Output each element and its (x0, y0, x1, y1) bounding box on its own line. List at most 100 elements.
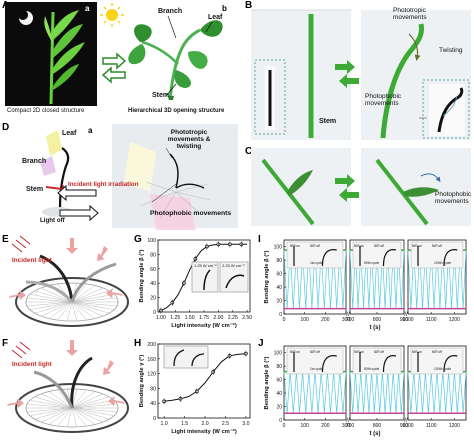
bent-stem (380, 23, 424, 139)
y-tick-label: 0 (153, 416, 156, 422)
inset-label-50th: 50th cycle (364, 367, 379, 371)
inset-label-nir-off: NIR off (374, 350, 384, 354)
inset-label-nir-on: NIR on (354, 350, 364, 354)
x-tick-label: 700 (346, 317, 355, 323)
plot-frame-segment (407, 345, 467, 421)
wheel-spoke (34, 407, 73, 420)
wheel-spoke (71, 391, 96, 409)
inset-photo-1 (191, 261, 219, 293)
x-tick-label: 200 (321, 423, 330, 429)
wheel-spoke (71, 407, 118, 413)
x-tick-label: 1.0 (161, 421, 168, 427)
wheel-spoke (71, 294, 115, 303)
panel-e-incident-label: Incident light (12, 257, 52, 264)
panel-letter-b: B (245, 0, 253, 11)
panel-letter-d: D (2, 122, 10, 133)
inset-sample-1 (203, 269, 211, 291)
y-tick-label: 20 (150, 296, 156, 302)
panel-d-sub-a: a (88, 126, 93, 135)
inset-label-1st: 1st cycle (310, 367, 323, 371)
y-tick-label: 200 (147, 342, 156, 348)
inset-photo (410, 347, 464, 375)
inset-label-100th: 100th cycle (434, 261, 451, 265)
y-tick-label: 60 (276, 378, 282, 384)
wheel-spoke (71, 285, 96, 303)
series-line (160, 243, 248, 312)
panel-letter-i: I (258, 234, 261, 245)
x-tick-label: 300 (342, 423, 351, 429)
y-tick-label: 60 (276, 272, 282, 278)
x-tick-label: 200 (321, 317, 330, 323)
inset-sample-bent (321, 249, 337, 267)
x-tick-label: 2.25 (228, 315, 238, 321)
panel-d-incident-label: Incident light irradiation (68, 181, 139, 188)
wheel-spoke (29, 301, 73, 310)
inset-photo (286, 241, 344, 269)
x-tick-label: 1.50 (185, 315, 195, 321)
x-tick-label: 2.0 (201, 421, 208, 427)
panel-d-branch-label: Branch (22, 158, 47, 165)
y-axis-label: Bending angle β (°) (264, 250, 270, 303)
panel-d-light-off-label: Light off (40, 217, 65, 224)
wheel-spoke (41, 301, 73, 317)
series-line (283, 371, 347, 414)
wheel-spoke (71, 389, 87, 409)
panel-letter-c: C (245, 146, 253, 157)
panel-b-graphics (251, 9, 471, 140)
inset-photo (286, 347, 344, 375)
wheel-spoke (48, 407, 73, 425)
panel-letter-h: H (134, 338, 142, 349)
inset-sample-bent (382, 355, 397, 373)
x-tick-label: 1200 (449, 423, 460, 429)
moon-icon (19, 11, 33, 25)
inset-label-nir-on: NIR on (412, 244, 422, 248)
y-tick-label: 0 (153, 310, 156, 316)
inset-photo (352, 241, 402, 269)
wheel-spoke (71, 301, 78, 321)
y-axis-label: Bending angle γ (°) (139, 355, 145, 408)
y-tick-label: 80 (150, 252, 156, 258)
x-tick-label: 1100 (426, 423, 437, 429)
panel-a: A a Compact 2D closed structure (0, 0, 240, 118)
inset-label-nir-on: NIR on (354, 244, 364, 248)
panel-a-stem-label: Stem (152, 92, 170, 99)
panel-a-branch-label: Branch (158, 8, 183, 15)
sun-icon (100, 3, 124, 27)
panel-f: F Incident light (0, 336, 132, 442)
wheel-spoke (71, 407, 115, 416)
inset-sample-2 (225, 274, 245, 289)
wheel-spoke (71, 407, 87, 427)
panel-c-photophobic-label: Photophobic movements (435, 191, 472, 205)
inset-sample (191, 353, 205, 367)
y-tick-label: 100 (274, 351, 283, 357)
wheel-spoke (26, 297, 73, 303)
sub-letter-a: a (85, 4, 90, 13)
wheel-spoke (71, 403, 118, 409)
wheel-spoke (71, 297, 118, 303)
panel-a-graphics (100, 3, 223, 101)
panel-a-caption-left: Compact 2D closed structure (7, 108, 85, 114)
x-tick-label: 2.5 (222, 421, 229, 427)
series-line (407, 371, 467, 414)
panel-d: D a b Leaf Branch Stem Incident light ir… (0, 122, 240, 230)
wheel-spoke (71, 407, 103, 423)
wheel-spoke (71, 396, 110, 409)
y-axis-label: Bending angle β (°) (264, 356, 270, 409)
x-tick-label: 0 (283, 423, 286, 429)
x-tick-label: 1.25 (170, 315, 180, 321)
wheel-spoke (29, 400, 73, 409)
x-axis-label: Light intensity (W cm⁻²) (171, 322, 237, 329)
x-tick-label: 1100 (426, 317, 437, 323)
plot-frame-segment (283, 239, 347, 315)
x-tick-label: 1000 (402, 317, 413, 323)
panel-c-graphics (251, 148, 471, 226)
plant-2d-closed-illustration (19, 10, 85, 105)
wheel-spoke (71, 301, 87, 321)
x-axis-label: t (s) (370, 325, 381, 331)
wheel-spoke (29, 294, 73, 303)
x-tick-label: 700 (346, 423, 355, 429)
inset-label-nir-off: NIR off (310, 244, 320, 248)
